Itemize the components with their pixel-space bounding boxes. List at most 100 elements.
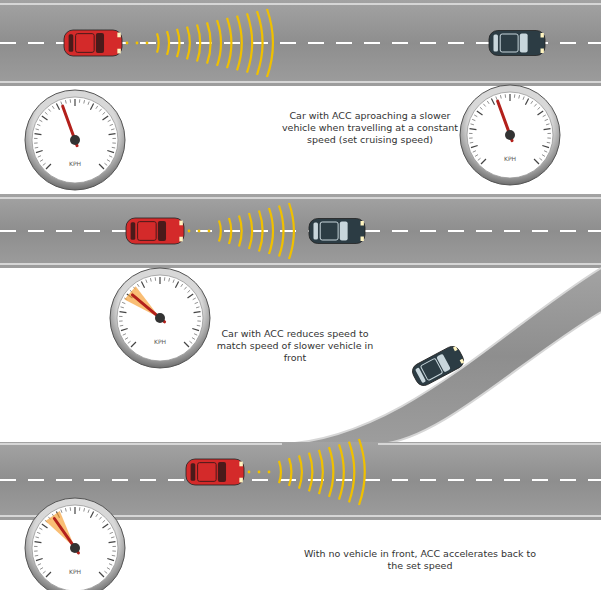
car-body bbox=[410, 344, 467, 389]
gauge-tick bbox=[88, 510, 89, 513]
gauge-tick bbox=[65, 100, 67, 103]
gauge-tick bbox=[474, 115, 477, 117]
radar-arc bbox=[249, 213, 252, 249]
gauge-tick bbox=[539, 158, 542, 160]
gauge-tick bbox=[36, 536, 39, 538]
radar-arc bbox=[267, 9, 273, 77]
gauge-tick bbox=[481, 159, 486, 164]
gauge-tick bbox=[538, 107, 541, 109]
roof bbox=[320, 222, 338, 240]
gauge-tick bbox=[523, 97, 524, 100]
gauge-tick bbox=[103, 112, 106, 114]
gauge-face bbox=[32, 97, 118, 183]
radar-dot bbox=[208, 230, 211, 233]
gauge-tick bbox=[39, 528, 42, 530]
gauge-tick bbox=[90, 511, 93, 517]
gauge-tick bbox=[197, 316, 200, 317]
gauge-tick bbox=[38, 564, 41, 565]
gauge-tick bbox=[470, 129, 477, 130]
car-body bbox=[64, 30, 122, 56]
gauge-tick bbox=[112, 147, 115, 149]
radar-arc bbox=[207, 22, 211, 63]
gauge-tick bbox=[469, 137, 472, 138]
gauge-tick bbox=[184, 342, 189, 347]
car bbox=[489, 31, 545, 56]
rear-window bbox=[313, 223, 317, 240]
gauge-tick bbox=[534, 104, 536, 107]
radar-arc bbox=[167, 31, 169, 55]
gauge-tick bbox=[111, 536, 114, 538]
gauge-tick bbox=[46, 572, 51, 577]
gauge-tick bbox=[107, 151, 114, 153]
car bbox=[64, 30, 122, 56]
roof bbox=[138, 222, 157, 241]
radar-dot bbox=[198, 230, 201, 233]
gauge-tick bbox=[534, 159, 539, 164]
gauge-tick bbox=[40, 568, 43, 570]
roof bbox=[500, 34, 518, 52]
gauge-tick bbox=[79, 99, 80, 102]
radar-arc bbox=[339, 444, 344, 499]
gauge-tick bbox=[164, 277, 165, 280]
gauge-tick bbox=[193, 298, 196, 300]
gauge-hub bbox=[70, 543, 80, 553]
gauge-tick bbox=[480, 107, 483, 109]
gauge-tick bbox=[42, 116, 48, 120]
radar-wave bbox=[188, 203, 294, 259]
gauge-tick bbox=[34, 138, 37, 139]
windshield bbox=[340, 222, 348, 241]
gauge-tick bbox=[470, 142, 473, 144]
gauge-tick bbox=[119, 320, 122, 321]
radar-arc bbox=[359, 439, 365, 505]
radar-arc bbox=[259, 211, 263, 252]
gauge-tick bbox=[112, 550, 115, 551]
gauge-tick bbox=[472, 119, 475, 120]
gauge-tick bbox=[545, 119, 548, 120]
gauge-tick bbox=[111, 128, 114, 130]
gauge-tick bbox=[61, 510, 62, 513]
rear-window bbox=[131, 222, 136, 240]
car bbox=[309, 219, 365, 244]
gauge-tick bbox=[125, 338, 128, 340]
gauge-tick bbox=[121, 329, 128, 331]
gauge-tick bbox=[112, 138, 115, 139]
headlight bbox=[239, 462, 242, 467]
rear-window bbox=[69, 34, 74, 52]
gauge-tick bbox=[35, 555, 38, 557]
gauge-tick bbox=[108, 120, 111, 122]
gauge-tick bbox=[181, 284, 183, 287]
gauge-tick bbox=[38, 156, 41, 157]
radar-arc bbox=[239, 216, 242, 247]
gauge-tick bbox=[542, 155, 545, 157]
gauge-tick bbox=[34, 550, 37, 551]
car-body bbox=[309, 219, 365, 244]
headlight bbox=[460, 359, 465, 364]
gauge-tick bbox=[104, 571, 107, 573]
gauge-tick bbox=[99, 517, 101, 520]
gauge-tick bbox=[194, 334, 197, 335]
gauge-tick bbox=[103, 520, 106, 522]
car bbox=[126, 218, 184, 244]
radar-arc bbox=[299, 455, 302, 488]
caption-text: Car with ACC aproaching a slower vehicle… bbox=[272, 110, 468, 146]
gauge-tick bbox=[70, 99, 71, 102]
gauge-tick bbox=[514, 94, 515, 97]
gauge-tick bbox=[61, 102, 62, 105]
gauge-tick bbox=[107, 559, 114, 561]
radar-dot bbox=[188, 230, 191, 233]
car-body bbox=[126, 218, 184, 244]
gauge-tick bbox=[159, 277, 160, 284]
gauge-tick bbox=[109, 156, 112, 157]
gauge-tick bbox=[150, 278, 152, 281]
car-body bbox=[489, 31, 545, 56]
gauge-tick bbox=[42, 524, 48, 528]
gauge-tick bbox=[137, 284, 139, 287]
gauge-tick bbox=[35, 147, 38, 149]
gauge-tick bbox=[175, 281, 178, 287]
gauge-rim bbox=[110, 268, 210, 368]
gauge-tick bbox=[112, 546, 115, 547]
gauge-tick bbox=[194, 312, 201, 313]
gauge-tick bbox=[74, 99, 75, 106]
gauge-tick bbox=[36, 151, 43, 153]
